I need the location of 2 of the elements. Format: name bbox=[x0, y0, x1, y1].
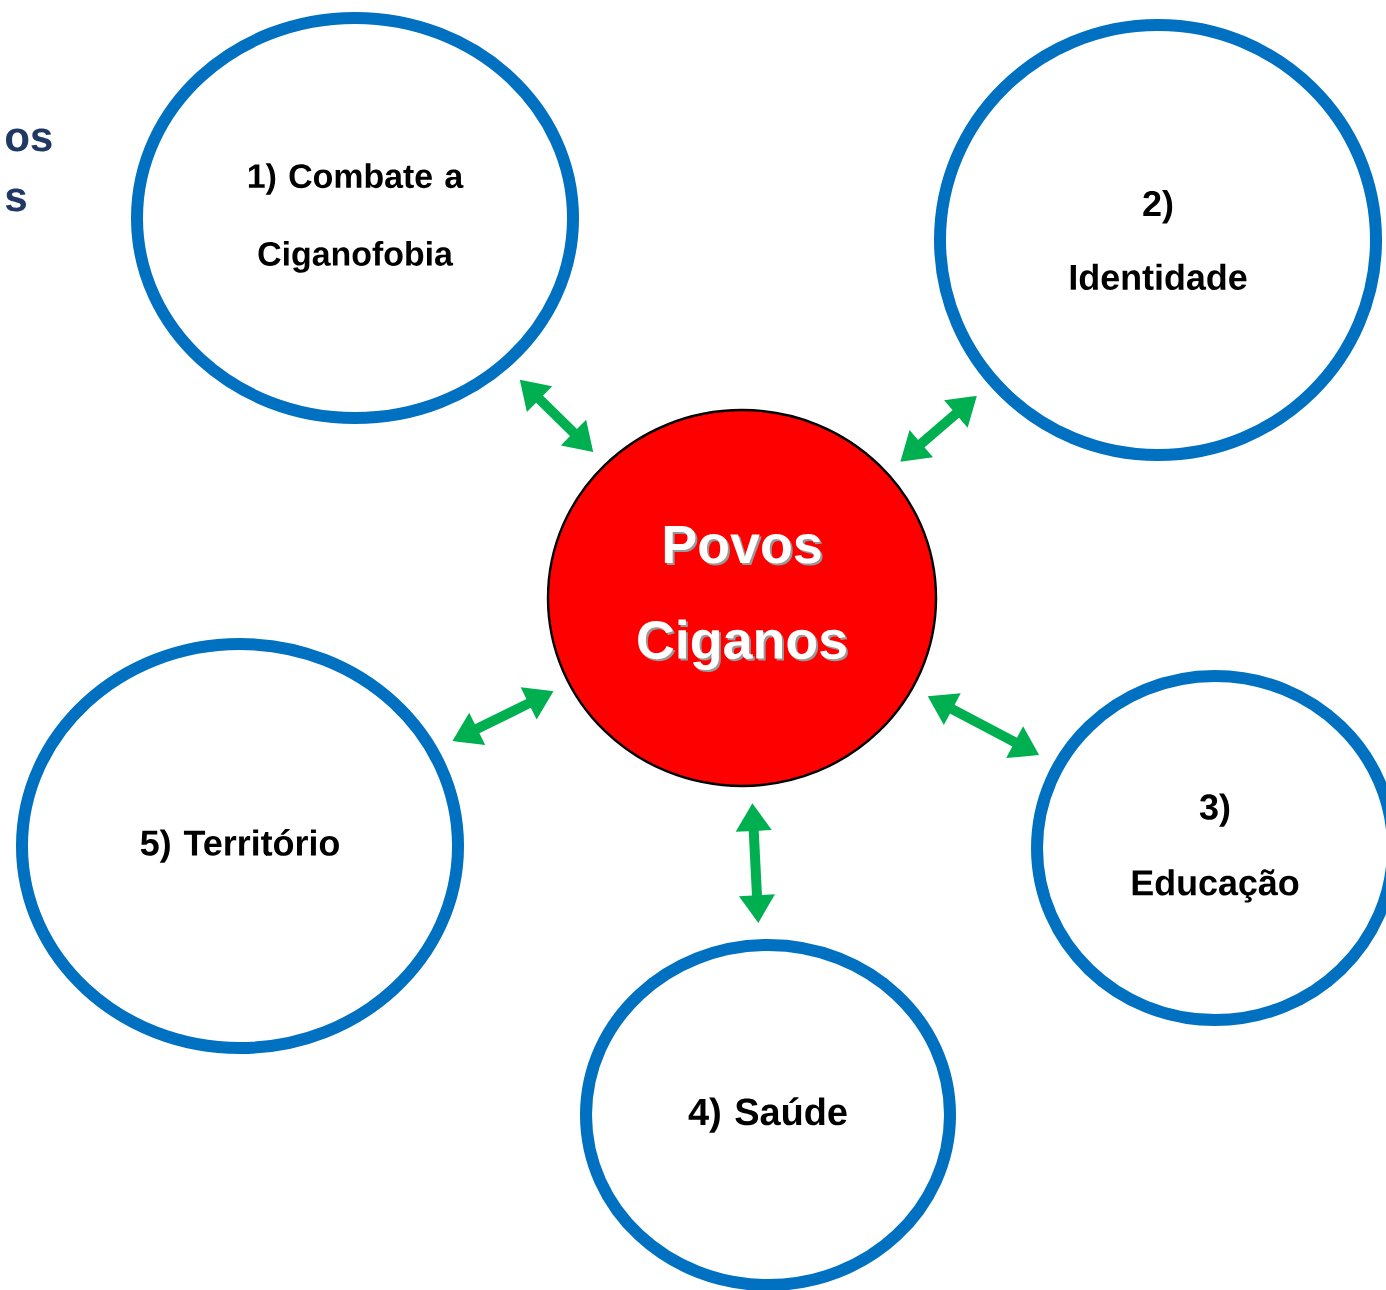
cut-off-text: s bbox=[5, 188, 26, 212]
cut-off-text: os bbox=[6, 128, 52, 152]
